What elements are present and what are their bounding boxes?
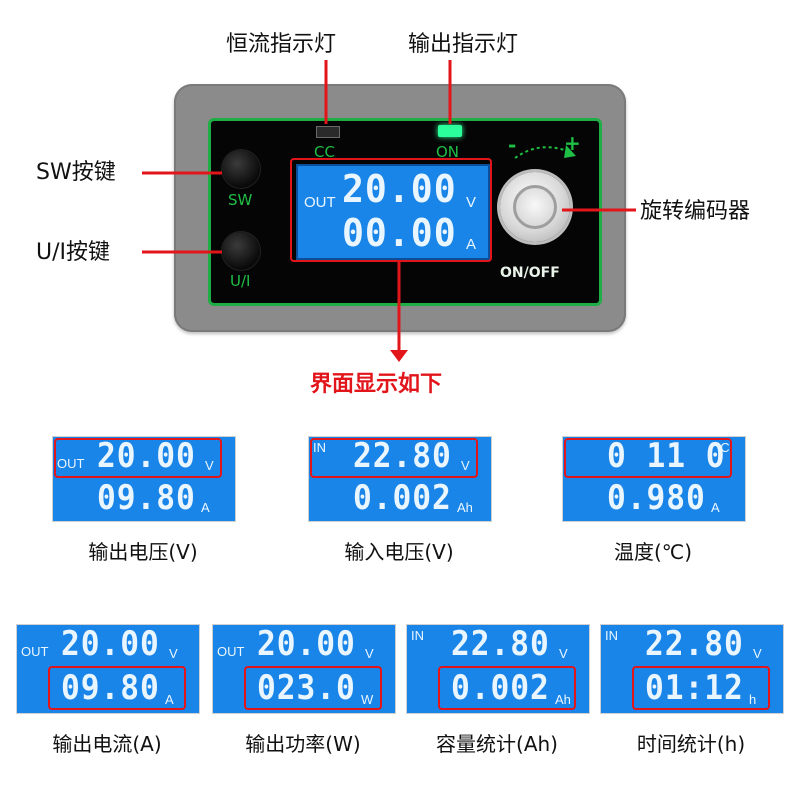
minus-label: - — [508, 133, 517, 157]
screen-top-value: 22.80 — [451, 624, 550, 664]
screen-caption: 输出电流(A) — [52, 732, 162, 756]
screen-bottom-value: 023.0 — [257, 668, 356, 708]
screen-top-tag: IN — [605, 628, 618, 643]
screen-top-tag: OUT — [21, 644, 49, 659]
main-display-highlight — [290, 158, 492, 262]
main-top-unit: V — [466, 194, 477, 211]
screen-top-unit: V — [365, 646, 374, 661]
highlight-bottom-row — [244, 666, 382, 710]
screen-caption: 容量统计(Ah) — [436, 732, 558, 756]
screen-top-tag: IN — [313, 440, 326, 455]
on-led — [438, 125, 462, 137]
highlight-bottom-row — [48, 666, 186, 710]
screen-top-tag: OUT — [217, 644, 245, 659]
screen-top-value: 20.00 — [257, 624, 356, 664]
screen-caption: 输出功率(W) — [245, 732, 361, 756]
screen-top-unit: V — [559, 646, 568, 661]
screen-top-unit: V — [753, 646, 762, 661]
highlight-bottom-row — [438, 666, 576, 710]
screen-bottom-value: 0.002 — [353, 478, 452, 518]
cc-led — [316, 126, 340, 138]
highlight-bottom-row — [632, 666, 770, 710]
sw-button[interactable] — [222, 150, 260, 188]
screen-bottom-unit: Ah — [555, 692, 571, 707]
ui-button[interactable] — [222, 232, 260, 270]
encoder-cap-icon — [513, 185, 557, 229]
main-top-value: 20.00 — [342, 167, 457, 211]
screen-caption: 时间统计(h) — [636, 732, 746, 756]
screen-bottom-value: 0.980 — [607, 478, 706, 518]
screen-top-unit: V — [169, 646, 178, 661]
output-indicator-callout: 输出指示灯 — [408, 32, 519, 57]
screen-top-unit: V — [205, 458, 214, 473]
highlight-top-row — [564, 438, 732, 478]
screen-top-value: 22.80 — [353, 436, 452, 476]
on-label: ON — [436, 143, 460, 161]
cc-indicator-callout: 恒流指示灯 — [226, 32, 337, 57]
sw-label: SW — [228, 191, 253, 209]
screen-top-unit: V — [461, 458, 470, 473]
sw-key-callout: SW按键 — [36, 160, 116, 185]
main-top-tag: OUT — [304, 194, 336, 211]
main-display: OUT 20.00 V 00.00 A — [296, 164, 490, 260]
screen-top-tag: IN — [411, 628, 424, 643]
screen-bottom-value: 0.002 — [451, 668, 550, 708]
ui-label: U/I — [230, 272, 251, 290]
screen-caption: 输入电压(V) — [344, 540, 454, 564]
ui-key-callout: U/I按键 — [36, 240, 111, 265]
screen-top-value: 20.00 — [61, 624, 160, 664]
screen-bottom-unit: W — [361, 692, 374, 707]
screen-bottom-unit: h — [749, 692, 757, 707]
screen-top-value: 20.00 — [97, 436, 196, 476]
screen-caption: 输出电压(V) — [88, 540, 198, 564]
main-bottom-unit: A — [466, 236, 477, 253]
screen-caption: 温度(℃) — [613, 540, 693, 564]
screen-top-unit: °C — [715, 440, 730, 455]
highlight-top-row — [310, 438, 478, 478]
screen-bottom-value: 09.80 — [97, 478, 196, 518]
screen-bottom-value: 01:12 — [645, 668, 744, 708]
onoff-label: ON/OFF — [500, 265, 560, 281]
encoder-callout: 旋转编码器 — [640, 199, 751, 224]
screen-top-value: 22.80 — [645, 624, 744, 664]
screen-bottom-unit: A — [201, 500, 210, 515]
main-bottom-value: 00.00 — [342, 211, 457, 255]
highlight-top-row — [54, 438, 222, 478]
screen-bottom-unit: Ah — [457, 500, 473, 515]
rotary-encoder-knob[interactable] — [500, 172, 570, 242]
screen-bottom-value: 09.80 — [61, 668, 160, 708]
screen-top-value: 0 11 0 — [607, 436, 726, 476]
screen-top-tag: OUT — [57, 456, 85, 471]
screen-bottom-unit: A — [711, 500, 720, 515]
cc-label: CC — [314, 143, 335, 161]
screen-bottom-unit: A — [165, 692, 174, 707]
display-below-title: 界面显示如下 — [310, 372, 443, 397]
